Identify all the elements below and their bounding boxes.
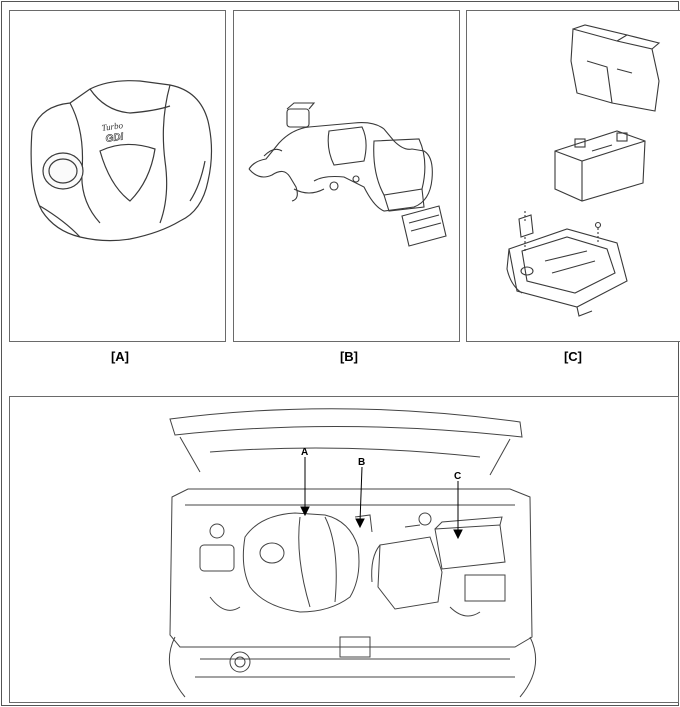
battery-illustration (506, 24, 661, 317)
badge-line1: Turbo (101, 120, 124, 133)
engine-bay-panel: A B C (9, 396, 679, 703)
panel-a-engine-cover: Turbo GDI (9, 10, 226, 342)
engine-bay-illustration: A B C (168, 408, 537, 698)
panel-b-label: [B] (339, 349, 359, 364)
panel-a-label: [A] (110, 349, 130, 364)
badge-line2: GDI (105, 132, 124, 145)
engine-cover-illustration: Turbo GDI (30, 80, 213, 242)
air-cleaner-illustration (248, 102, 447, 247)
panel-b-air-cleaner (233, 10, 460, 342)
callout-c: C (454, 471, 461, 482)
callout-a: A (301, 447, 308, 458)
panel-c-battery (466, 10, 680, 342)
callout-b: B (358, 457, 365, 468)
panel-c-label: [C] (563, 349, 583, 364)
